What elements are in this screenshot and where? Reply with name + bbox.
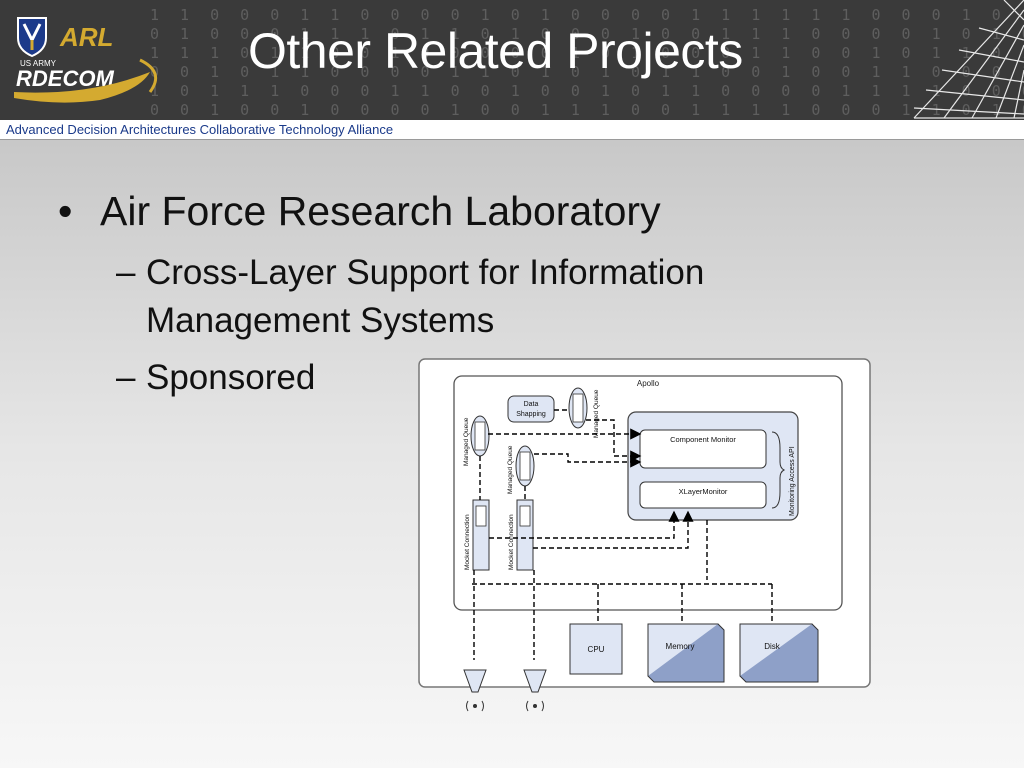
slide-header: 1 1 0 0 0 1 1 0 0 0 0 1 0 1 0 0 0 0 1 1 … — [0, 0, 1024, 120]
xlayer-monitor-box — [639, 481, 767, 509]
binary-background-pattern: 1 1 0 0 0 1 1 0 0 0 0 1 0 1 0 0 0 0 1 1 … — [150, 6, 1024, 119]
data-shaping-label-2: Shapping — [516, 411, 546, 418]
component-monitor-box — [639, 429, 767, 469]
cpu-label: CPU — [588, 645, 605, 654]
mocket-connection-2: Mocket Connection — [508, 499, 534, 571]
managed-queue-label: Managed Queue — [463, 417, 470, 466]
bullet-item-afrl: • Air Force Research Laboratory — [58, 188, 661, 235]
sub-item-text: Sponsored — [146, 358, 316, 397]
disk-label: Disk — [764, 642, 781, 651]
antenna-icon — [523, 669, 547, 712]
subtitle-bar: Advanced Decision Architectures Collabor… — [0, 120, 1024, 140]
memory-label: Memory — [666, 642, 695, 651]
managed-queue-1: Managed Queue — [463, 415, 490, 466]
mocket-connection-1: Mocket Connection — [464, 499, 490, 571]
managed-queue-2: Managed Queue — [507, 445, 535, 494]
logo-group: ARL US ARMY RDECOM — [0, 0, 170, 112]
bullet-symbol: • — [58, 188, 73, 234]
data-shaping-label-1: Data — [524, 401, 539, 408]
us-army-text: US ARMY — [20, 59, 57, 68]
dash-symbol: – — [116, 253, 136, 292]
memory-box: Memory — [647, 623, 725, 683]
arl-logo-text: ARL — [59, 22, 113, 52]
mocket-connection-label: Mocket Connection — [464, 514, 471, 570]
bullet-text: Air Force Research Laboratory — [100, 188, 661, 234]
rdecom-logo-text: RDECOM — [16, 66, 114, 91]
monitoring-api-label: Monitoring Access API — [789, 446, 796, 516]
subtitle-text: Advanced Decision Architectures Collabor… — [6, 122, 394, 137]
sub-item-text-line2: Management Systems — [146, 301, 495, 340]
antenna-icon — [463, 669, 487, 712]
perspective-grid-graphic — [913, 0, 1024, 119]
managed-queue-label: Managed Queue — [593, 389, 600, 438]
cpu-box: CPU — [569, 623, 623, 675]
dashed-connectors — [472, 409, 773, 660]
apollo-label: Apollo — [637, 379, 660, 388]
data-shaping-box — [507, 395, 555, 423]
sub-item-text-line1: Cross-Layer Support for Information — [146, 253, 705, 292]
component-monitor-label: Component Monitor — [670, 435, 736, 444]
managed-queue-label: Managed Queue — [507, 445, 514, 494]
xlayer-monitor-label: XLayerMonitor — [679, 487, 728, 496]
dash-symbol: – — [116, 358, 136, 397]
apollo-architecture-diagram: Apollo Data Shapping Managed Queue Manag… — [418, 358, 871, 712]
managed-queue-3: Managed Queue — [568, 387, 600, 438]
disk-box: Disk — [739, 623, 819, 683]
mocket-connection-label: Mocket Connection — [508, 514, 515, 570]
slide-title: Other Related Projects — [248, 23, 743, 79]
rdecom-arl-logo: ARL US ARMY RDECOM — [14, 17, 158, 103]
